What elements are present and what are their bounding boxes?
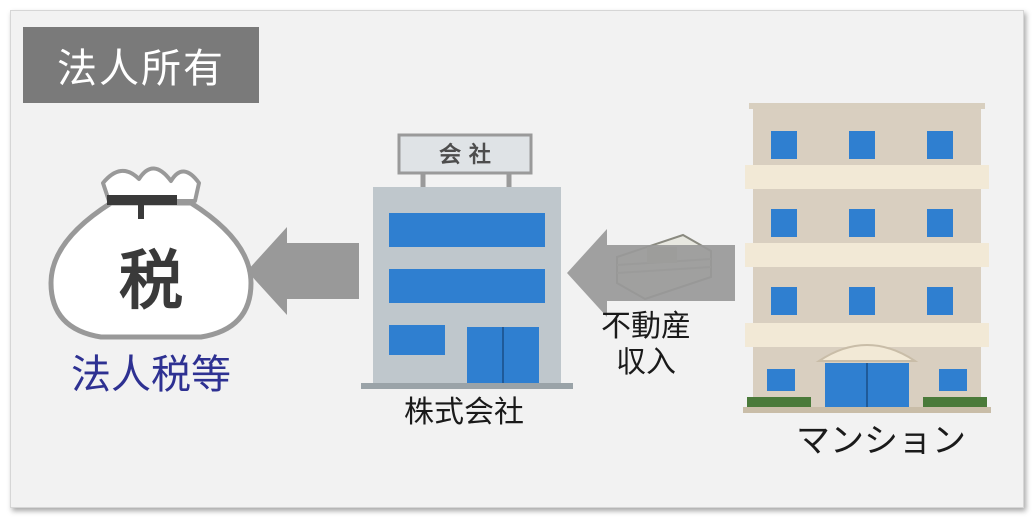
income-label: 不動産 収入 bbox=[591, 309, 701, 381]
office-building-icon: 会 社 bbox=[361, 133, 573, 389]
company-label: 株式会社 bbox=[404, 395, 524, 430]
tax-bag-character: 税 bbox=[119, 245, 183, 319]
title-text: 法人所有 bbox=[57, 46, 225, 92]
arrow-left-icon bbox=[247, 227, 359, 315]
illustration-layer: 税 会 社 bbox=[48, 103, 991, 413]
tax-label: 法人税等 bbox=[71, 352, 231, 398]
title-badge: 法人所有 bbox=[23, 27, 259, 103]
income-label-line1: 不動産 bbox=[601, 309, 691, 344]
arrow-left-icon bbox=[567, 229, 735, 317]
money-bag-icon: 税 bbox=[48, 166, 254, 340]
company-sign-text: 会 社 bbox=[439, 142, 491, 168]
mansion-label: マンション bbox=[796, 421, 966, 461]
apartment-building-icon bbox=[743, 103, 991, 413]
diagram-panel: 法人所有 税 会 社 bbox=[10, 10, 1024, 508]
income-label-line2: 収入 bbox=[616, 345, 676, 380]
